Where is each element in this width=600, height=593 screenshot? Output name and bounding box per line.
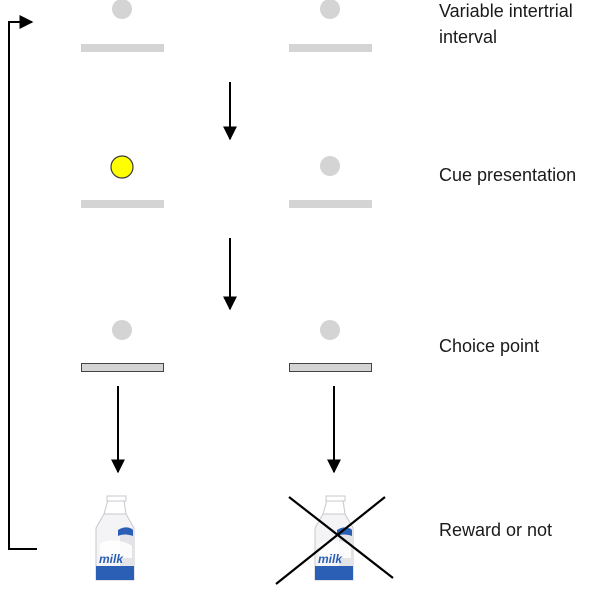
carton-label: milk	[99, 552, 124, 566]
step-label-cue: Cue presentation	[439, 165, 577, 185]
left-light-icon	[112, 0, 132, 19]
milk-carton-icon: milk	[95, 495, 135, 581]
step-label-iti: Variable intertrial interval	[439, 1, 573, 47]
loop-bracket	[8, 15, 37, 550]
left-lever-extended	[81, 363, 164, 372]
right-light-icon	[320, 0, 340, 19]
step-label-choice: Choice point	[439, 336, 540, 356]
right-lever-retracted	[289, 44, 372, 52]
right-light-icon	[320, 156, 340, 176]
right-lever-retracted	[289, 200, 372, 208]
left-lever-retracted	[81, 44, 164, 52]
left-light-icon	[112, 320, 132, 340]
right-light-icon	[320, 320, 340, 340]
cue-light-icon	[110, 155, 134, 179]
right-lever-extended	[289, 363, 372, 372]
carton-label: milk	[318, 552, 343, 566]
step-label-reward: Reward or not	[439, 520, 553, 540]
left-lever-retracted	[81, 200, 164, 208]
cross-icon	[275, 496, 394, 585]
milk-carton-icon: milk	[314, 495, 354, 581]
